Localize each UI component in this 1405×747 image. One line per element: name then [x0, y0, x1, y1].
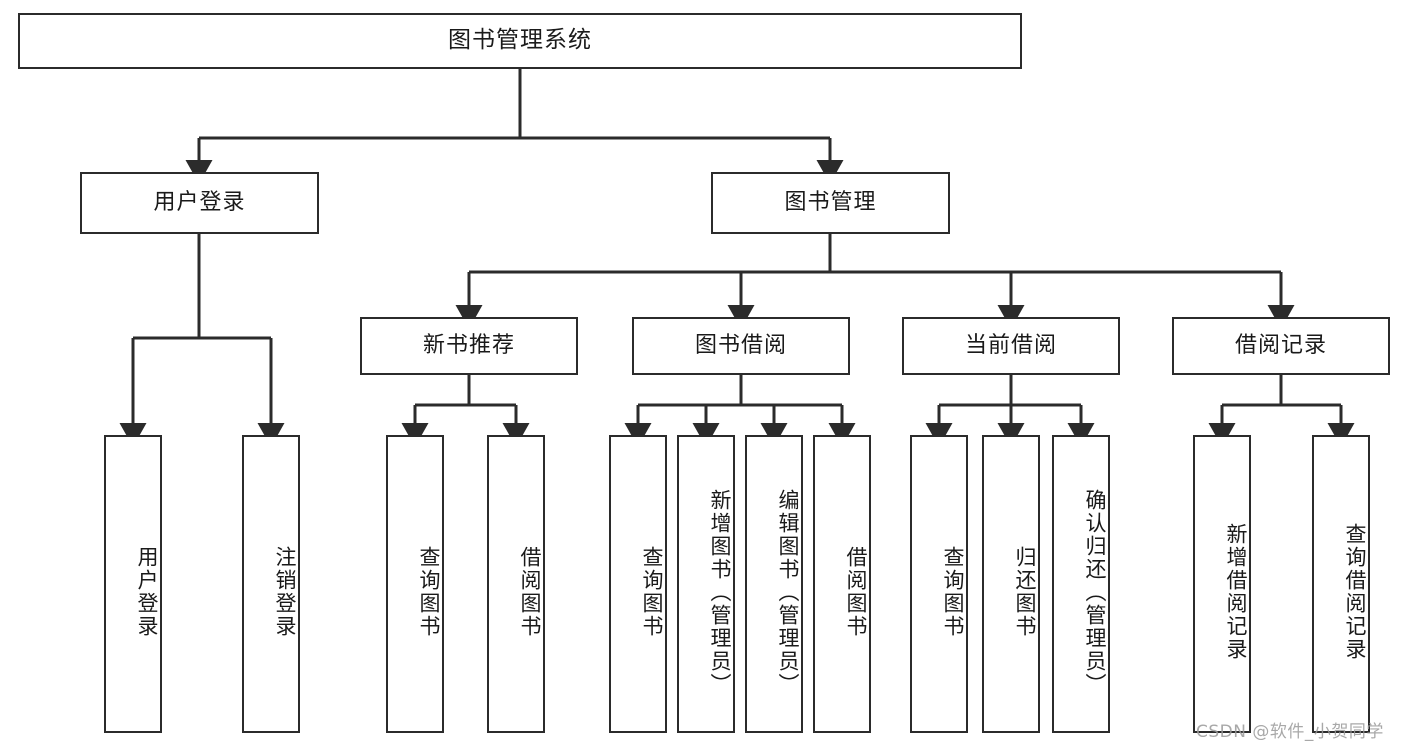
node-leaf-borrow-book-1[interactable]: 借阅图书 [487, 435, 545, 733]
node-leaf-borrow-book-2[interactable]: 借阅图书 [813, 435, 871, 733]
node-leaf-query-book-1[interactable]: 查询图书 [386, 435, 444, 733]
node-borrow-record-label: 借阅记录 [1234, 332, 1327, 358]
node-leaf-logout-label: 注销登录 [273, 546, 297, 638]
node-leaf-borrow-book-1-label: 借阅图书 [518, 546, 542, 638]
node-book-borrow-label: 图书借阅 [694, 332, 787, 358]
csdn-watermark: CSDN @软件_小贺同学 [1196, 722, 1384, 742]
node-leaf-return-book[interactable]: 归还图书 [982, 435, 1040, 733]
node-leaf-borrow-book-2-label: 借阅图书 [844, 546, 868, 638]
node-user-login[interactable]: 用户登录 [80, 172, 319, 234]
node-leaf-add-record-label: 新增借阅记录 [1224, 523, 1248, 661]
node-book-manage-label: 图书管理 [784, 189, 877, 215]
node-leaf-query-record-label: 查询借阅记录 [1343, 523, 1367, 661]
node-leaf-confirm-return[interactable]: 确认归还（管理员） [1052, 435, 1110, 733]
node-leaf-confirm-return-label: 确认归还（管理员） [1083, 488, 1107, 696]
node-borrow-record[interactable]: 借阅记录 [1172, 317, 1390, 375]
node-current-borrow-label: 当前借阅 [964, 332, 1057, 358]
node-book-borrow[interactable]: 图书借阅 [632, 317, 850, 375]
node-leaf-query-book-2-label: 查询图书 [640, 546, 664, 638]
node-new-book-recommend[interactable]: 新书推荐 [360, 317, 578, 375]
node-leaf-add-book-label: 新增图书（管理员） [708, 488, 732, 696]
node-leaf-query-book-3[interactable]: 查询图书 [910, 435, 968, 733]
node-leaf-add-record[interactable]: 新增借阅记录 [1193, 435, 1251, 733]
node-root-label: 图书管理系统 [448, 27, 592, 54]
node-root[interactable]: 图书管理系统 [18, 13, 1022, 69]
node-leaf-user-login-label: 用户登录 [135, 546, 159, 638]
node-leaf-add-book[interactable]: 新增图书（管理员） [677, 435, 735, 733]
node-new-book-recommend-label: 新书推荐 [422, 332, 515, 358]
node-user-login-label: 用户登录 [153, 189, 246, 215]
node-leaf-query-book-3-label: 查询图书 [941, 546, 965, 638]
node-leaf-logout[interactable]: 注销登录 [242, 435, 300, 733]
node-leaf-query-book-2[interactable]: 查询图书 [609, 435, 667, 733]
node-leaf-query-book-1-label: 查询图书 [417, 546, 441, 638]
node-leaf-user-login[interactable]: 用户登录 [104, 435, 162, 733]
node-current-borrow[interactable]: 当前借阅 [902, 317, 1120, 375]
node-book-manage[interactable]: 图书管理 [711, 172, 950, 234]
node-leaf-query-record[interactable]: 查询借阅记录 [1312, 435, 1370, 733]
node-leaf-edit-book[interactable]: 编辑图书（管理员） [745, 435, 803, 733]
node-leaf-edit-book-label: 编辑图书（管理员） [776, 488, 800, 696]
node-leaf-return-book-label: 归还图书 [1013, 546, 1037, 638]
